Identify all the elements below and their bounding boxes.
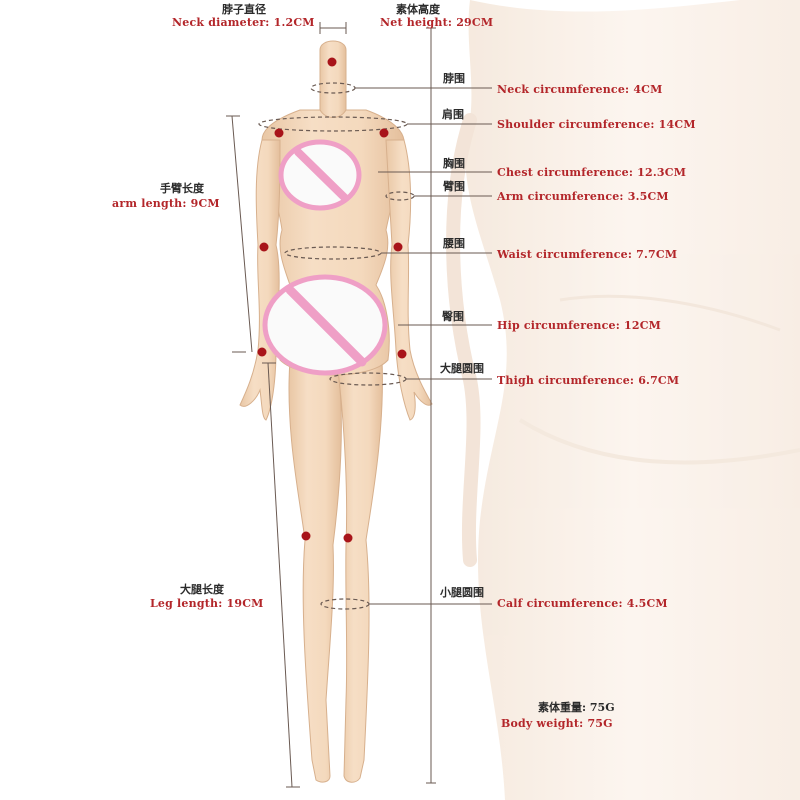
censor-marks bbox=[262, 139, 388, 376]
left-arm bbox=[239, 139, 281, 421]
hip-circumference-label: Hip circumference: 12CM bbox=[497, 319, 662, 332]
calf-circumference-cn-label: 小腿圆围 bbox=[440, 586, 484, 599]
chest-circumference-label: Chest circumference: 12.3CM bbox=[497, 166, 687, 179]
arm-circumference-label: Arm circumference: 3.5CM bbox=[497, 190, 669, 203]
left-elbow-joint-dot bbox=[259, 242, 269, 252]
left-wrist-joint-dot bbox=[257, 347, 267, 357]
background-doll-figure bbox=[446, 0, 800, 800]
neck-circumference-label: Neck circumference: 4CM bbox=[497, 83, 663, 96]
neck-circumference-cn-label: 脖围 bbox=[443, 72, 465, 85]
body-weight-label: Body weight: 75G bbox=[501, 717, 613, 730]
net-height-label: Net height: 29CM bbox=[380, 16, 494, 29]
joint-dots bbox=[257, 57, 407, 543]
chest-censor-slash bbox=[294, 148, 349, 202]
left-leg bbox=[288, 359, 342, 783]
neck-joint-dot bbox=[327, 57, 337, 67]
hip-circumference-cn-label: 臀围 bbox=[442, 310, 464, 323]
background-doll-arm bbox=[446, 113, 481, 567]
right-wrist-joint-dot bbox=[397, 349, 407, 359]
background-doll-body bbox=[465, 0, 800, 800]
shoulder-circumference-cn-label: 肩围 bbox=[442, 108, 464, 121]
chest-circumference-cn-label: 胸围 bbox=[443, 157, 465, 170]
net-height-cn-label: 素体高度 bbox=[396, 3, 440, 16]
leg-length-line bbox=[267, 362, 293, 788]
thigh-circumference-cn-label: 大腿圆围 bbox=[440, 362, 484, 375]
body-weight-cn-label: 素体重量: 75G bbox=[538, 701, 615, 714]
arm-length-line bbox=[231, 115, 253, 353]
neck bbox=[319, 40, 347, 118]
arm-length-cn-label: 手臂长度 bbox=[160, 182, 204, 195]
hip-censor-slash bbox=[285, 285, 367, 367]
arm-circumference-cn-label: 臂围 bbox=[443, 180, 465, 193]
neck-diameter-label: Neck diameter: 1.2CM bbox=[172, 16, 315, 29]
shoulder-circumference-label: Shoulder circumference: 14CM bbox=[497, 118, 696, 131]
background-doll-hip bbox=[518, 418, 800, 465]
leg-length-cn-label: 大腿长度 bbox=[180, 583, 224, 596]
calf-circumference-label: Calf circumference: 4.5CM bbox=[497, 597, 668, 610]
waist-circumference-label: Waist circumference: 7.7CM bbox=[497, 248, 678, 261]
left-shoulder-joint-dot bbox=[274, 128, 284, 138]
background-doll-contour bbox=[559, 294, 781, 332]
right-knee-joint-dot bbox=[343, 533, 353, 543]
neck-diameter-cn-label: 脖子直径 bbox=[222, 3, 266, 16]
thigh-circumference-label: Thigh circumference: 6.7CM bbox=[497, 374, 680, 387]
left-knee-joint-dot bbox=[301, 531, 311, 541]
right-elbow-joint-dot bbox=[393, 242, 403, 252]
leg-length-label: Leg length: 19CM bbox=[150, 597, 264, 610]
arm-length-label: arm length: 9CM bbox=[112, 197, 220, 210]
leader-lines bbox=[226, 22, 492, 788]
right-shoulder-joint-dot bbox=[379, 128, 389, 138]
waist-circumference-cn-label: 腰围 bbox=[443, 237, 465, 250]
right-arm bbox=[385, 139, 433, 421]
right-leg bbox=[337, 359, 383, 783]
